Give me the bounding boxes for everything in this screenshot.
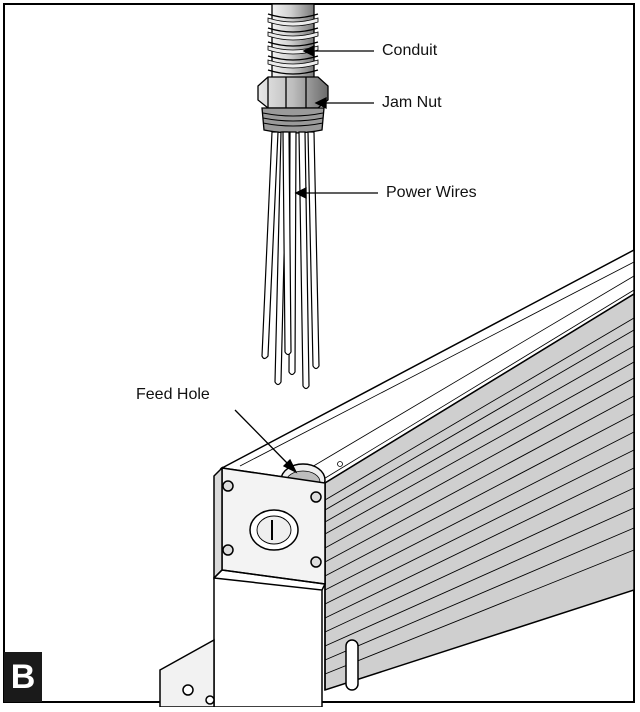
conduit-label: Conduit [382, 42, 438, 59]
conduit [267, 3, 319, 85]
power-wires-label: Power Wires [386, 184, 477, 201]
leader-lines [234, 44, 378, 474]
fixture-housing [159, 248, 635, 708]
figure-badge: B [4, 652, 42, 702]
jam-nut-label: Jam Nut [382, 94, 442, 111]
feed-hole-label: Feed Hole [136, 386, 210, 403]
jam-nut [257, 76, 329, 134]
power-wires [261, 131, 320, 390]
